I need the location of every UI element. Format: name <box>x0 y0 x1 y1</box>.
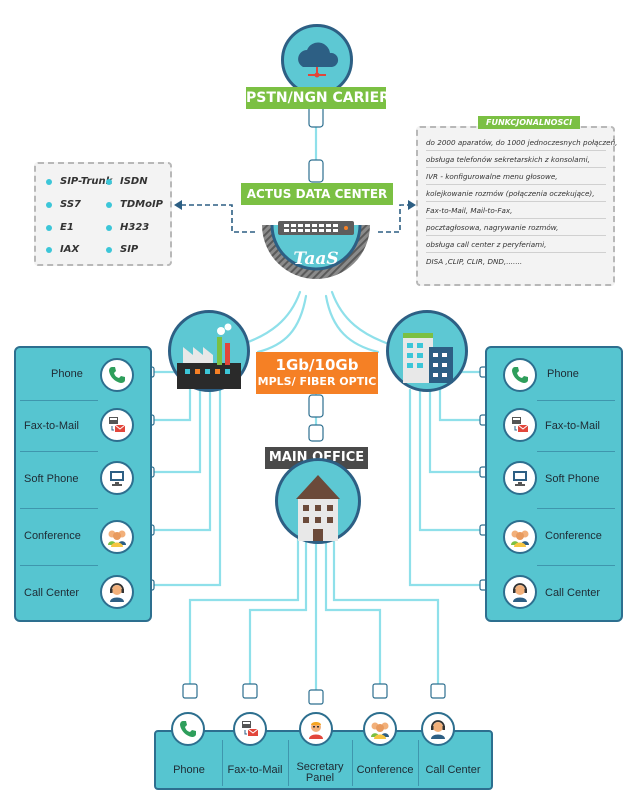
function-item: pocztagłosowa, nagrywanie rozmów, <box>426 219 606 236</box>
call-center-icon <box>503 575 537 609</box>
cloud-icon <box>298 42 339 78</box>
protocol-item: TDMoIP <box>106 199 163 210</box>
phone-icon <box>503 358 537 392</box>
protocol-item: H323 <box>106 222 149 233</box>
main-office-circle <box>275 458 361 544</box>
protocol-item: SS7 <box>46 199 81 210</box>
phone-icon[interactable] <box>171 712 205 746</box>
left-row-label: Call Center <box>24 587 80 599</box>
col-divider <box>418 740 419 786</box>
right-row-call-center[interactable]: Call Center <box>487 565 621 620</box>
factory-icon <box>177 323 241 389</box>
left-row-soft-phone[interactable]: Soft Phone <box>16 451 150 508</box>
right-row-label: Conference <box>545 530 602 542</box>
protocol-item: IAX <box>46 244 79 255</box>
protocol-item: SIP <box>106 244 138 255</box>
conference-icon[interactable] <box>363 712 397 746</box>
row-divider <box>537 565 615 566</box>
col-divider <box>352 740 353 786</box>
right-row-soft-phone[interactable]: Soft Phone <box>487 451 621 508</box>
protocol-item: ISDN <box>106 176 148 187</box>
left-row-conference[interactable]: Conference <box>16 508 150 565</box>
main-office-building-icon <box>296 475 340 541</box>
left-row-label: Soft Phone <box>24 473 79 485</box>
function-item: obsługa call center z peryferiami, <box>426 236 606 253</box>
right-row-label: Call Center <box>545 587 601 599</box>
call-center-icon[interactable] <box>421 712 455 746</box>
soft-phone-icon <box>503 461 537 495</box>
taas-circle: TaaS <box>258 205 374 299</box>
right-row-fax-to-mail[interactable]: Fax-to-Mail <box>487 400 621 451</box>
functions-list: do 2000 aparatów, do 1000 jednoczesnych … <box>426 134 617 269</box>
right-device-panel: Phone Fax-to-Mail Soft Phone Conference … <box>485 346 623 622</box>
right-row-label: Soft Phone <box>545 473 600 485</box>
fiber-type: MPLS/ FIBER OPTIC <box>257 375 377 388</box>
secretary-icon[interactable] <box>299 712 333 746</box>
col-divider <box>288 740 289 786</box>
row-divider <box>537 400 615 401</box>
left-row-label: Fax-to-Mail <box>24 420 80 432</box>
function-item: kolejkowanie rozmów (połączenia oczekują… <box>426 185 606 202</box>
bottom-label-fax-to-mail[interactable]: Fax-to-Mail <box>227 764 283 776</box>
factory-circle <box>168 310 250 392</box>
fax-to-mail-icon[interactable] <box>233 712 267 746</box>
function-item: Fax-to-Mail, Mail-to-Fax, <box>426 202 606 219</box>
right-row-conference[interactable]: Conference <box>487 508 621 565</box>
bottom-label-phone[interactable]: Phone <box>173 764 205 776</box>
server-icon <box>262 221 370 279</box>
phone-icon <box>100 358 134 392</box>
fiber-optic-box: 1Gb/10Gb MPLS/ FIBER OPTIC <box>256 352 378 394</box>
right-row-phone[interactable]: Phone <box>487 348 621 400</box>
protocol-item: SIP-Trunk <box>46 176 112 187</box>
col-divider <box>222 740 223 786</box>
left-row-label: Conference <box>24 530 81 542</box>
left-row-phone[interactable]: Phone <box>16 348 150 400</box>
left-row-label: Phone <box>51 368 83 380</box>
bottom-label-secretary-panel[interactable]: Secretary Panel <box>296 761 344 784</box>
row-divider <box>20 451 98 452</box>
function-item: do 2000 aparatów, do 1000 jednoczesnych … <box>426 134 617 151</box>
soft-phone-icon <box>100 461 134 495</box>
row-divider <box>537 508 615 509</box>
right-row-label: Fax-to-Mail <box>545 420 601 432</box>
right-row-label: Phone <box>547 368 579 380</box>
bottom-label-conference[interactable]: Conference <box>356 764 414 776</box>
office-building-circle <box>386 310 468 392</box>
function-item: DISA ,CLIP, CLIR, DND,....... <box>426 257 523 266</box>
row-divider <box>20 508 98 509</box>
functions-title: FUNKCJONALNOSCI <box>478 116 581 129</box>
conference-icon <box>503 520 537 554</box>
fax-to-mail-icon <box>503 408 537 442</box>
left-device-panel: Phone Fax-to-Mail Soft Phone Conference … <box>14 346 152 622</box>
function-item: IVR - konfigurowalne menu głosowe, <box>426 168 606 185</box>
left-row-call-center[interactable]: Call Center <box>16 565 150 620</box>
pstn-banner: PSTN/NGN CARIER <box>246 87 390 109</box>
office-building-icon <box>403 333 453 383</box>
taas-label: TaaS <box>293 249 339 269</box>
call-center-icon <box>100 575 134 609</box>
datacenter-banner: ACTUS DATA CENTER <box>241 183 393 205</box>
protocols-note: SIP-Trunk SS7 E1 IAX ISDN TDMoIP H323 SI… <box>34 162 172 266</box>
row-divider <box>537 451 615 452</box>
cloud-circle <box>281 24 353 96</box>
fiber-speed: 1Gb/10Gb <box>275 356 359 374</box>
left-row-fax-to-mail[interactable]: Fax-to-Mail <box>16 400 150 451</box>
bottom-label-call-center[interactable]: Call Center <box>425 764 481 776</box>
function-item: obsługa telefonów sekretarskich z konsol… <box>426 151 606 168</box>
protocol-item: E1 <box>46 222 74 233</box>
conference-icon <box>100 520 134 554</box>
fax-to-mail-icon <box>100 408 134 442</box>
row-divider <box>20 400 98 401</box>
row-divider <box>20 565 98 566</box>
functions-note: FUNKCJONALNOSCI do 2000 aparatów, do 100… <box>416 116 617 286</box>
